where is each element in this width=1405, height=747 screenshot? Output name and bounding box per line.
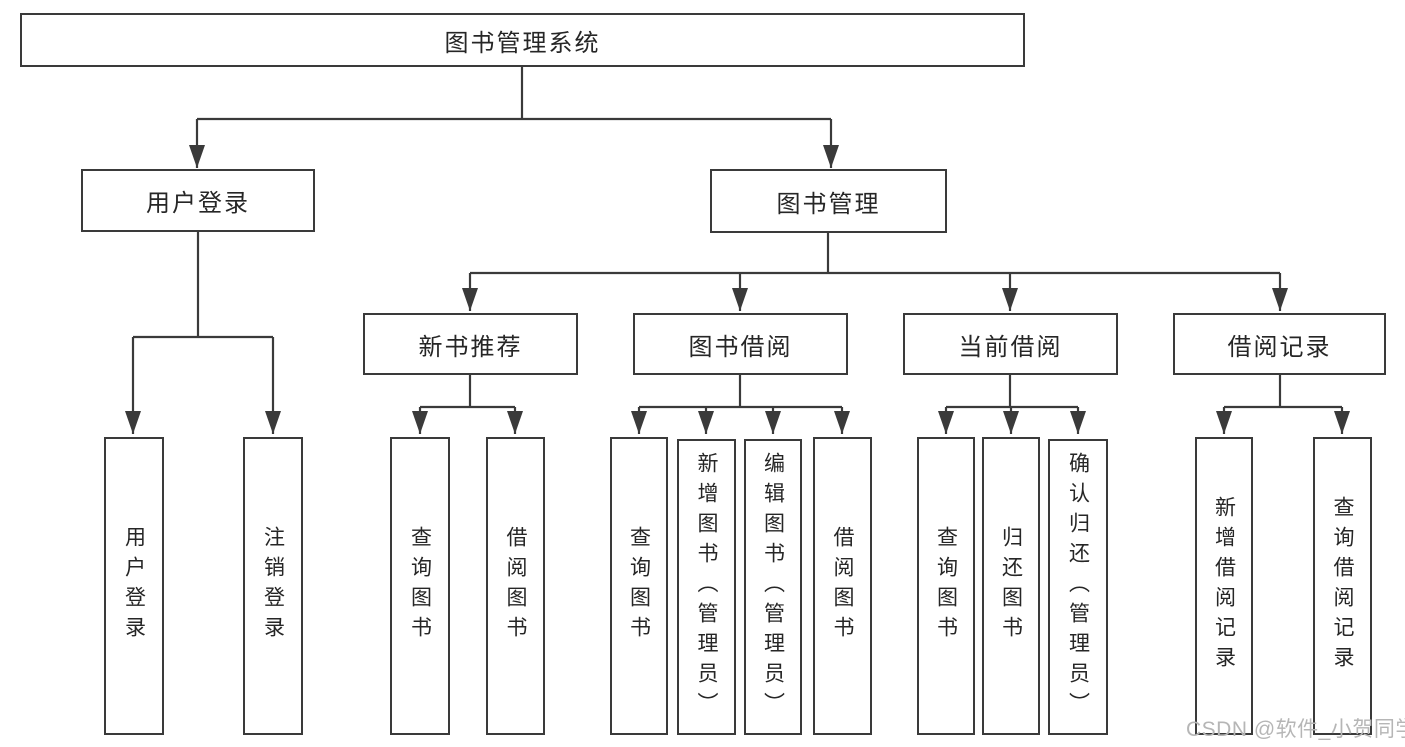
leaf-cb-query-books: 查询图书: [917, 437, 975, 735]
leaf-br-add-record: 新增借阅记录: [1195, 437, 1253, 735]
node-book-management: 图书管理: [710, 169, 947, 233]
leaf-logout: 注销登录: [243, 437, 303, 735]
leaf-label: 用户登录: [122, 526, 146, 646]
leaf-label: 查询借阅记录: [1331, 496, 1354, 676]
leaf-label: 注销登录: [261, 526, 285, 646]
node-user-login: 用户登录: [81, 169, 315, 232]
leaf-label: 借阅图书: [831, 526, 854, 646]
leaf-br-query-record: 查询借阅记录: [1313, 437, 1372, 735]
node-new-book-recommend: 新书推荐: [363, 313, 578, 375]
leaf-cb-confirm-return-admin: 确认归还（管理员）: [1048, 439, 1108, 735]
node-label: 借阅记录: [1227, 333, 1332, 361]
leaf-bb-query-books: 查询图书: [610, 437, 668, 735]
node-borrow-records: 借阅记录: [1173, 313, 1386, 375]
node-label: 图书管理: [776, 190, 881, 218]
leaf-label: 查询图书: [408, 526, 432, 646]
node-label: 用户登录: [146, 190, 250, 217]
node-root: 图书管理系统: [20, 13, 1025, 67]
leaf-label: 编辑图书（管理员）: [761, 452, 785, 722]
leaf-bb-borrow-books: 借阅图书: [813, 437, 872, 735]
leaf-label: 归还图书: [999, 526, 1023, 646]
leaf-label: 确认归还（管理员）: [1066, 452, 1090, 722]
leaf-cb-return-books: 归还图书: [982, 437, 1040, 735]
node-label: 图书借阅: [688, 333, 793, 361]
leaf-bb-add-books-admin: 新增图书（管理员）: [677, 439, 736, 735]
node-book-borrow: 图书借阅: [633, 313, 848, 375]
leaf-label: 查询图书: [934, 526, 958, 646]
leaf-label: 新增借阅记录: [1212, 496, 1236, 676]
leaf-label: 查询图书: [627, 526, 651, 646]
leaf-nbr-borrow-books: 借阅图书: [486, 437, 545, 735]
node-label: 新书推荐: [418, 333, 523, 361]
csdn-watermark: CSDN @软件_小贺同学: [1186, 718, 1405, 741]
node-current-borrow: 当前借阅: [903, 313, 1118, 375]
leaf-nbr-query-books: 查询图书: [390, 437, 450, 735]
node-label: 图书管理系统: [444, 29, 601, 57]
leaf-bb-edit-books-admin: 编辑图书（管理员）: [744, 439, 802, 735]
leaf-label: 借阅图书: [504, 526, 527, 646]
node-label: 当前借阅: [958, 333, 1063, 361]
leaf-user-login: 用户登录: [104, 437, 164, 735]
leaf-label: 新增图书（管理员）: [695, 452, 718, 722]
